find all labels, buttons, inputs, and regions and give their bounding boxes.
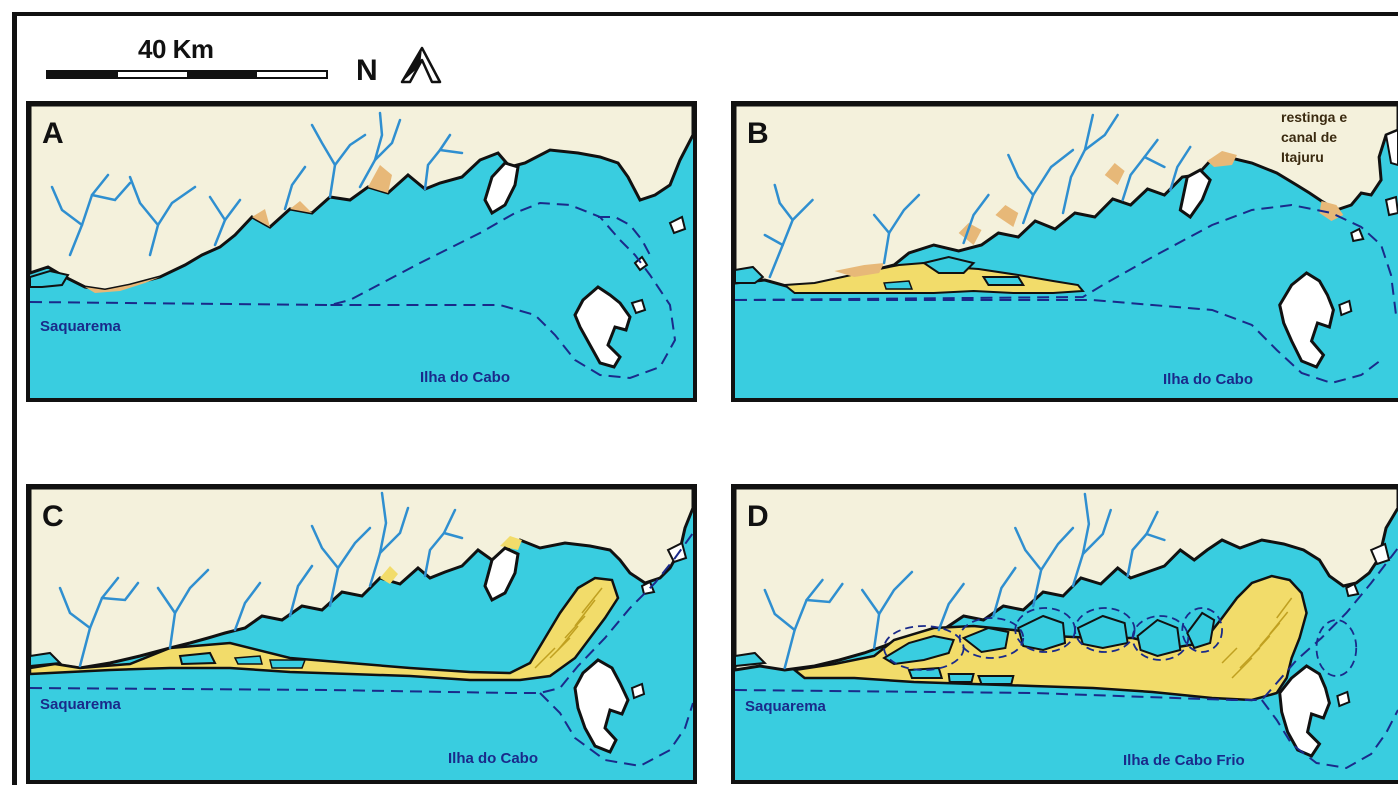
panel-letter: D (747, 500, 769, 533)
map-b-drawing (735, 105, 1398, 385)
panel-letter: C (42, 500, 64, 533)
map-c-drawing (30, 488, 693, 768)
place-label-ilha-do-cabo: Ilha do Cabo (448, 750, 538, 767)
place-label-ilha-de-cabo-frio: Ilha de Cabo Frio (1123, 752, 1245, 769)
scale-bar-segment (117, 72, 187, 77)
panel-letter: B (747, 117, 769, 150)
north-arrow-icon (400, 46, 442, 84)
figure-top-border (12, 12, 1398, 16)
map-panel-d: D Saquarema Ilha de Cabo Frio (731, 484, 1398, 784)
note-line: Itajuru (1281, 149, 1324, 165)
map-a-drawing (30, 105, 693, 380)
map-panel-a: A Saquarema Ilha do Cabo (26, 101, 697, 402)
note-line: restinga e (1281, 109, 1348, 125)
map-panel-c: C Saquarema Ilha do Cabo (26, 484, 697, 784)
note-restinga: restinga e canal de Itajuru (1281, 107, 1347, 167)
map-d-drawing (735, 488, 1398, 770)
panel-letter: A (42, 117, 64, 150)
scale-bar-label: 40 Km (138, 34, 214, 64)
place-label-ilha-do-cabo: Ilha do Cabo (1163, 371, 1253, 388)
scale-bar-segment (48, 72, 118, 77)
scale-bar (46, 70, 328, 79)
figure-left-border (12, 12, 17, 785)
place-label-saquarema: Saquarema (40, 696, 121, 713)
note-line: canal de (1281, 129, 1338, 145)
place-label-saquarema: Saquarema (40, 318, 121, 335)
place-label-ilha-do-cabo: Ilha do Cabo (420, 369, 510, 386)
north-label: N (356, 54, 378, 87)
scale-bar-segment (256, 72, 326, 77)
place-label-saquarema: Saquarema (745, 698, 826, 715)
map-panel-b: B restinga e canal de Itajuru Ilha do Ca… (731, 101, 1398, 402)
scale-bar-segment (187, 72, 257, 77)
